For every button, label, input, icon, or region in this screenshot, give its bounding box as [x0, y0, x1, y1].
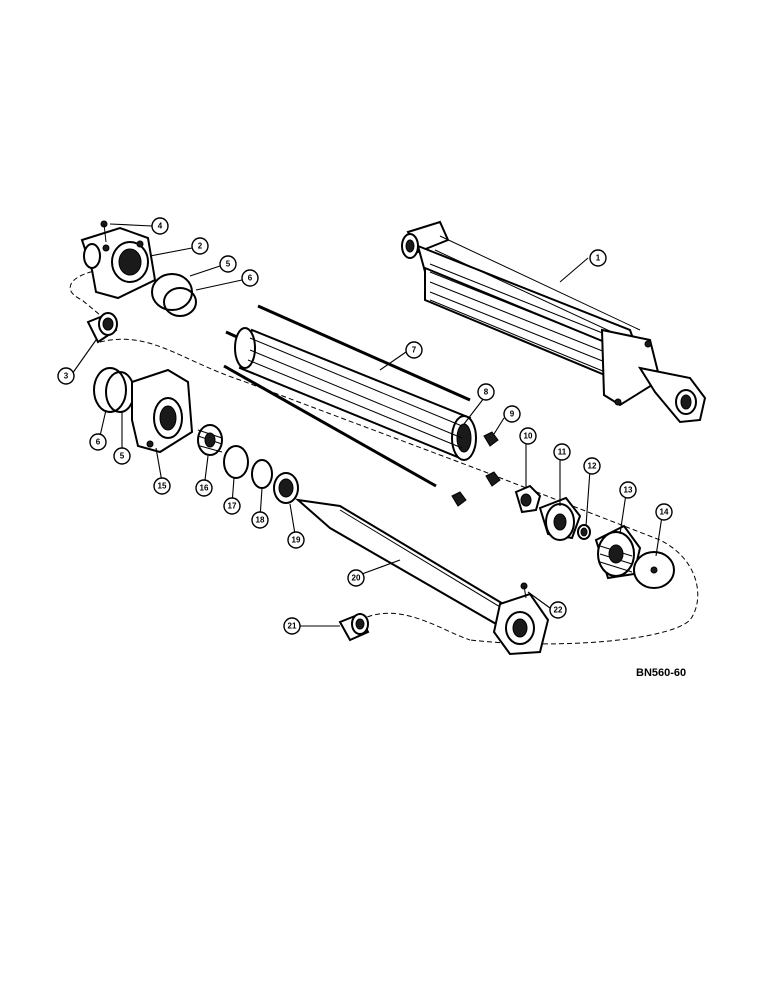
callout-12: 12: [583, 457, 601, 475]
callout-19: 19: [287, 531, 305, 549]
svg-text:22: 22: [554, 606, 563, 615]
packing-set: [197, 424, 223, 456]
assembled-cylinder: [401, 220, 707, 424]
callout-17: 17: [223, 497, 241, 515]
drawing-reference-number: BN560-60: [636, 667, 686, 679]
svg-text:2: 2: [198, 242, 203, 251]
svg-text:3: 3: [64, 372, 69, 381]
assembly-line-upper: [69, 269, 101, 316]
piston-rod: [294, 498, 550, 656]
piston-packing: [594, 524, 642, 580]
bushing: [86, 312, 118, 344]
piston: [538, 496, 582, 541]
callout-20: 20: [347, 569, 365, 587]
cylinder-tube-and-tie-rods: [223, 304, 477, 488]
callout-4: 4: [151, 217, 169, 235]
callout-2: 2: [191, 237, 209, 255]
callout-9: 9: [503, 405, 521, 423]
callout-13: 13: [619, 481, 637, 499]
callout-22: 22: [549, 601, 567, 619]
svg-text:11: 11: [558, 448, 567, 457]
svg-text:8: 8: [484, 388, 489, 397]
svg-text:16: 16: [200, 484, 209, 493]
svg-text:21: 21: [288, 622, 297, 631]
callout-3: 3: [57, 367, 75, 385]
rod-end-cap: [131, 368, 194, 454]
callout-5-upper: 5: [219, 255, 237, 273]
callout-6-upper: 6: [241, 269, 259, 287]
callout-7: 7: [405, 341, 423, 359]
assembly-line-pin: [359, 612, 471, 641]
svg-text:1: 1: [596, 254, 601, 263]
svg-text:15: 15: [158, 482, 167, 491]
callout-10: 10: [519, 427, 537, 445]
svg-text:7: 7: [412, 346, 417, 355]
callout-16: 16: [195, 479, 213, 497]
assembly-line-main: [99, 338, 699, 645]
rod-end-bushing: [338, 612, 370, 642]
svg-text:6: 6: [96, 438, 101, 447]
callout-8: 8: [477, 383, 495, 401]
svg-text:6: 6: [248, 274, 253, 283]
piston-o-ring: [577, 524, 591, 540]
svg-text:14: 14: [660, 508, 669, 517]
svg-text:5: 5: [226, 260, 231, 269]
svg-text:12: 12: [588, 462, 597, 471]
svg-text:5: 5: [120, 452, 125, 461]
head-end-cap: [80, 226, 157, 300]
piston-washer: [633, 551, 675, 589]
svg-text:10: 10: [524, 432, 533, 441]
leader-lines: [71, 223, 663, 627]
callout-11: 11: [553, 443, 571, 461]
piston-nut: [514, 484, 542, 514]
callout-18: 18: [251, 511, 269, 529]
svg-text:18: 18: [256, 516, 265, 525]
svg-text:17: 17: [228, 502, 237, 511]
tie-rod-nuts: [451, 431, 501, 507]
callout-14: 14: [655, 503, 673, 521]
callout-6-lower: 6: [89, 433, 107, 451]
callout-5-lower: 5: [113, 447, 131, 465]
grease-fitting: [520, 582, 528, 599]
svg-text:9: 9: [510, 410, 515, 419]
callout-15: 15: [153, 477, 171, 495]
callout-1: 1: [589, 249, 607, 267]
svg-text:4: 4: [158, 222, 163, 231]
rod-rings: [223, 445, 299, 504]
svg-text:19: 19: [292, 536, 301, 545]
o-rings-upper: [151, 273, 197, 317]
callout-21: 21: [283, 617, 301, 635]
svg-text:13: 13: [624, 486, 633, 495]
cap-screw: [100, 220, 108, 243]
o-rings-lower: [93, 367, 135, 413]
svg-text:20: 20: [352, 574, 361, 583]
